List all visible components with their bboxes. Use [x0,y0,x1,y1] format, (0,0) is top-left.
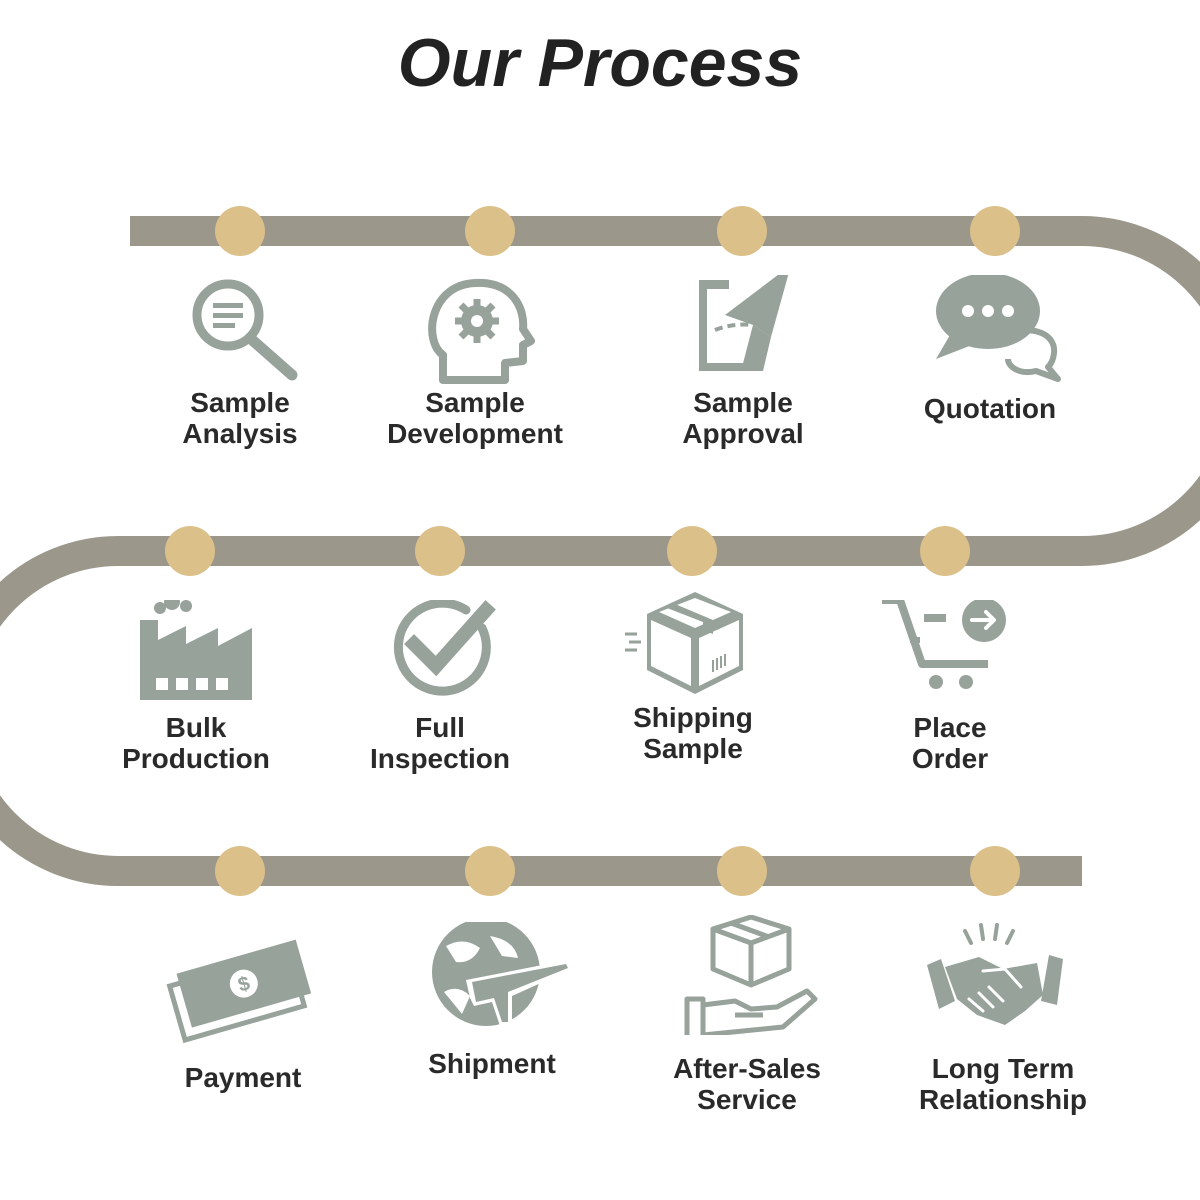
step-label: Bulk Production [66,712,326,774]
step-node [970,206,1020,256]
checkmark-icon [393,600,496,696]
handshake-icon [927,923,1063,1025]
track-path [0,216,1200,886]
money-icon: $ [166,939,312,1044]
step-node [717,846,767,896]
step-node [667,526,717,576]
step-node [920,526,970,576]
step-label-line1: Sample [190,387,290,418]
step-label-line1: Bulk [165,712,227,743]
step-node [215,846,265,896]
step-label: Shipping Sample [563,702,823,764]
step-node [165,526,215,576]
step-node [717,206,767,256]
step-node [465,846,515,896]
page-title: Our Process [397,25,803,101]
step-label-line2: Approval [682,418,804,449]
step-label-line1: Shipment [428,1048,556,1079]
step-label-line2: Order [911,743,989,774]
step-node [415,526,465,576]
step-node [215,206,265,256]
paper-plane-icon [699,275,789,371]
box-icon [625,592,743,694]
step-label-line1: Shipping [633,702,753,733]
step-label: Sample Development [345,387,605,449]
step-label-line1: Full [415,712,465,743]
step-label-line2: Analysis [182,418,298,449]
step-label: Quotation [860,393,1120,424]
step-label-line1: Long Term [931,1053,1075,1084]
step-label-line2: Inspection [369,743,510,774]
step-label-line2: Sample [643,733,743,764]
step-label-line2: Relationship [918,1084,1087,1115]
step-label: Full Inspection [310,712,570,774]
step-label: After-Sales Service [617,1053,877,1115]
step-label: Long Term Relationship [873,1053,1133,1115]
step-label-line2: Development [387,418,563,449]
step-label-line1: Place [913,712,987,743]
step-node [970,846,1020,896]
step-label-line1: After-Sales [673,1053,821,1084]
factory-icon [140,600,252,700]
step-label-line1: Sample [425,387,525,418]
step-label-line1: Quotation [923,393,1057,424]
step-label: Sample Analysis [110,387,370,449]
step-label-line1: Payment [184,1062,302,1093]
head-gear-icon [428,278,535,384]
step-label-line2: Service [697,1084,797,1115]
magnifier-icon [192,279,298,381]
chat-bubbles-icon [936,275,1061,382]
step-label: Sample Approval [613,387,873,449]
box-hand-icon [684,915,818,1035]
step-label-line1: Sample [693,387,793,418]
step-label-line2: Production [122,743,270,774]
step-label: Payment [113,1062,373,1093]
step-node [465,206,515,256]
cart-icon [882,600,1006,689]
globe-plane-icon [432,922,574,1026]
step-label: Shipment [362,1048,622,1079]
step-label: Place Order [820,712,1080,774]
